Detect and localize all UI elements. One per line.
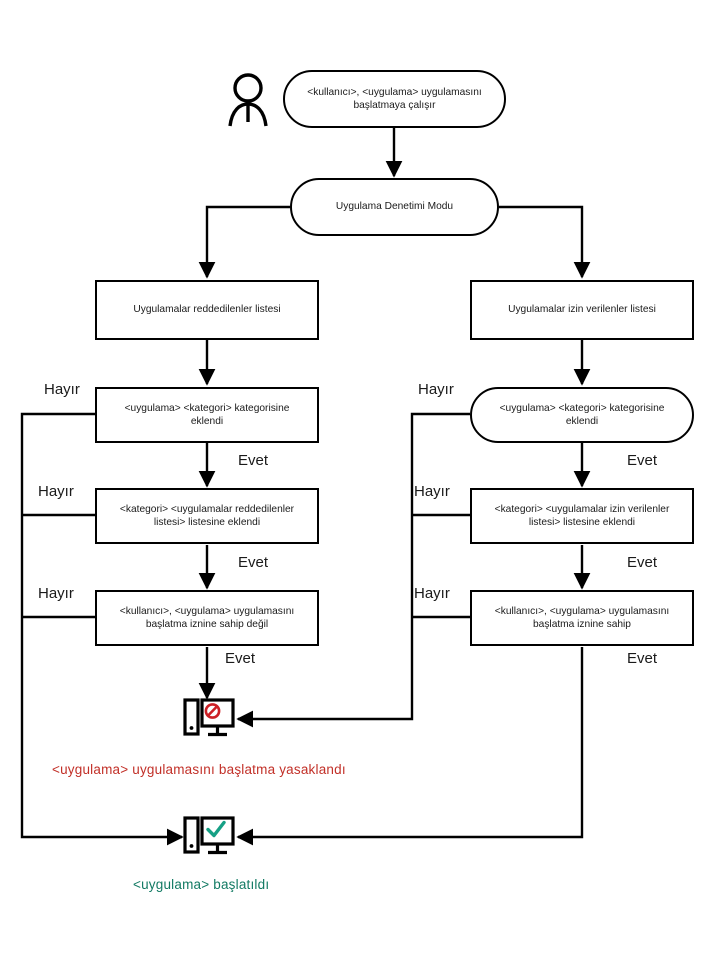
allowed-result-text: <uygulama> başlatıldı <box>133 877 270 892</box>
node-mode-label: Uygulama Denetimi Modu <box>335 201 454 213</box>
edge-label-right-yes-2: Evet <box>627 554 658 571</box>
node-right-perm-line2: başlatma iznine sahip <box>533 619 631 630</box>
monitor-allowed-icon <box>183 816 235 865</box>
edge-label-left-yes-2: Evet <box>238 554 269 571</box>
node-allowlist-label: Uygulamalar izin verilenler listesi <box>508 304 656 316</box>
monitor-blocked-icon <box>183 698 235 747</box>
node-right-list-line2: listesi> listesine eklendi <box>528 517 636 528</box>
edge-label-left-no-2: Hayır <box>38 483 74 500</box>
node-left-category-added[interactable]: <uygulama> <kategori> kategorisine eklen… <box>95 387 319 443</box>
node-right-category-line2: eklendi <box>565 416 599 427</box>
node-right-category-added[interactable]: <uygulama> <kategori> kategorisine eklen… <box>470 387 694 443</box>
node-left-category-line1: <uygulama> <kategori> kategorisine <box>124 402 290 414</box>
node-right-has-permission[interactable]: <kullanıcı>, <uygulama> uygulamasını baş… <box>470 590 694 646</box>
node-left-category-in-denylist[interactable]: <kategori> <uygulamalar reddedilenler li… <box>95 488 319 544</box>
edge-label-left-no-3: Hayır <box>38 585 74 602</box>
node-right-list-line1: <kategori> <uygulamalar izin verilenler <box>494 503 670 515</box>
node-left-list-line1: <kategori> <uygulamalar reddedilenler <box>119 503 295 515</box>
node-denylist-label: Uygulamalar reddedilenler listesi <box>133 304 281 316</box>
edge-label-left-yes-3: Evet <box>225 650 256 667</box>
edge-label-right-yes-1: Evet <box>627 452 658 469</box>
node-app-control-mode[interactable]: Uygulama Denetimi Modu <box>290 178 499 236</box>
denied-result-text: <uygulama> uygulamasını başlatma yasakla… <box>52 762 346 777</box>
node-right-category-in-allowlist[interactable]: <kategori> <uygulamalar izin verilenler … <box>470 488 694 544</box>
node-left-perm-line2: başlatma iznine sahip değil <box>145 619 269 630</box>
node-allowed-apps-list[interactable]: Uygulamalar izin verilenler listesi <box>470 280 694 340</box>
node-left-no-permission[interactable]: <kullanıcı>, <uygulama> uygulamasını baş… <box>95 590 319 646</box>
edge-label-right-no-2: Hayır <box>414 483 450 500</box>
node-left-category-line2: eklendi <box>190 416 224 427</box>
node-start[interactable]: <kullanıcı>, <uygulama> uygulamasını baş… <box>283 70 506 128</box>
node-denied-apps-list[interactable]: Uygulamalar reddedilenler listesi <box>95 280 319 340</box>
edge-label-right-no-1: Hayır <box>418 381 454 398</box>
user-actor-icon <box>224 72 272 133</box>
edge-label-left-yes-1: Evet <box>238 452 269 469</box>
node-start-line2: başlatmaya çalışır <box>353 100 436 111</box>
node-right-perm-line1: <kullanıcı>, <uygulama> uygulamasını <box>494 605 670 617</box>
edge-label-right-yes-3: Evet <box>627 650 658 667</box>
edge-label-left-no-1: Hayır <box>44 381 80 398</box>
node-right-category-line1: <uygulama> <kategori> kategorisine <box>499 402 665 414</box>
node-start-line1: <kullanıcı>, <uygulama> uygulamasını <box>307 86 482 98</box>
edge-label-right-no-3: Hayır <box>414 585 450 602</box>
node-left-list-line2: listesi> listesine eklendi <box>153 517 261 528</box>
node-left-perm-line1: <kullanıcı>, <uygulama> uygulamasını <box>119 605 295 617</box>
